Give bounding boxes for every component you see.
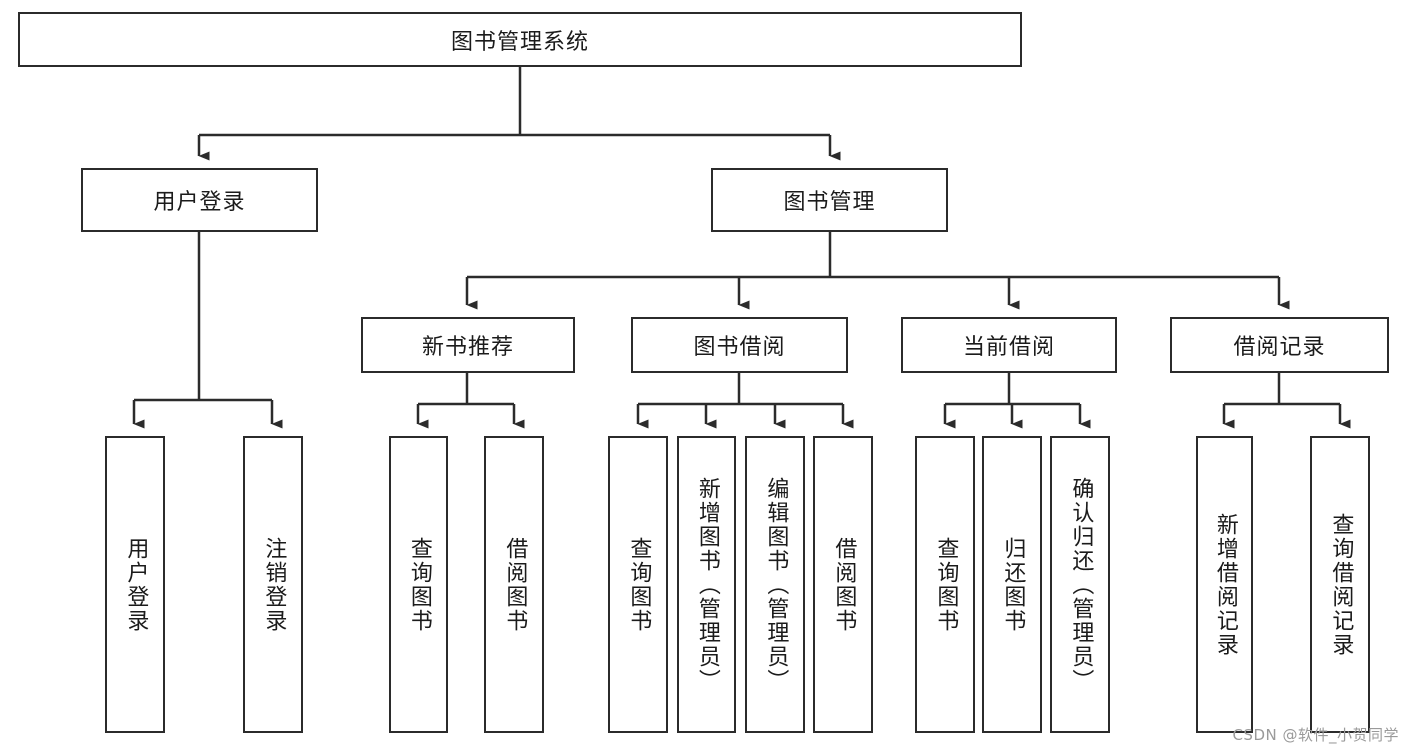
- leaf-user-login[interactable]: 用户登录: [105, 436, 165, 733]
- node-label: 新增图书（管理员）: [694, 476, 720, 693]
- leaf-query-book-3[interactable]: 查询图书: [915, 436, 975, 733]
- node-label: 查询借阅记录: [1328, 512, 1354, 657]
- node-new-book-recommend[interactable]: 新书推荐: [361, 317, 575, 373]
- node-label: 归还图书: [1000, 536, 1026, 633]
- node-label: 图书管理: [783, 190, 876, 215]
- leaf-edit-book[interactable]: 编辑图书（管理员）: [745, 436, 805, 733]
- leaf-return-book[interactable]: 归还图书: [982, 436, 1042, 733]
- node-label: 新书推荐: [421, 335, 514, 360]
- node-label: 借阅记录: [1233, 335, 1326, 360]
- node-label: 确认归还（管理员）: [1068, 476, 1094, 693]
- node-user-login[interactable]: 用户登录: [81, 168, 318, 232]
- node-label: 借阅图书: [502, 536, 528, 633]
- node-label: 图书借阅: [693, 335, 786, 360]
- leaf-borrow-book-1[interactable]: 借阅图书: [484, 436, 544, 733]
- leaf-query-book-2[interactable]: 查询图书: [608, 436, 668, 733]
- leaf-add-record[interactable]: 新增借阅记录: [1196, 436, 1253, 733]
- leaf-logout-login[interactable]: 注销登录: [243, 436, 303, 733]
- node-book-borrow[interactable]: 图书借阅: [631, 317, 848, 373]
- node-label: 查询图书: [626, 536, 652, 633]
- node-borrow-record[interactable]: 借阅记录: [1170, 317, 1389, 373]
- node-label: 注销登录: [261, 536, 287, 633]
- node-label: 新增借阅记录: [1212, 512, 1238, 657]
- node-label: 当前借阅: [962, 335, 1055, 360]
- node-label: 借阅图书: [831, 536, 857, 633]
- leaf-add-book[interactable]: 新增图书（管理员）: [677, 436, 736, 733]
- node-label: 用户登录: [153, 190, 246, 215]
- leaf-query-record[interactable]: 查询借阅记录: [1310, 436, 1370, 733]
- node-book-management[interactable]: 图书管理: [711, 168, 948, 232]
- node-label: 用户登录: [123, 536, 149, 633]
- leaf-confirm-return[interactable]: 确认归还（管理员）: [1050, 436, 1110, 733]
- node-current-borrow[interactable]: 当前借阅: [901, 317, 1117, 373]
- leaf-borrow-book-2[interactable]: 借阅图书: [813, 436, 873, 733]
- node-label: 编辑图书（管理员）: [763, 476, 789, 693]
- node-label: 查询图书: [406, 536, 432, 633]
- node-label: 查询图书: [933, 536, 959, 633]
- leaf-query-book-1[interactable]: 查询图书: [389, 436, 448, 733]
- node-label: 图书管理系统: [450, 29, 589, 55]
- node-book-management-system[interactable]: 图书管理系统: [18, 12, 1022, 67]
- watermark: CSDN @软件_小贺同学: [1232, 726, 1399, 744]
